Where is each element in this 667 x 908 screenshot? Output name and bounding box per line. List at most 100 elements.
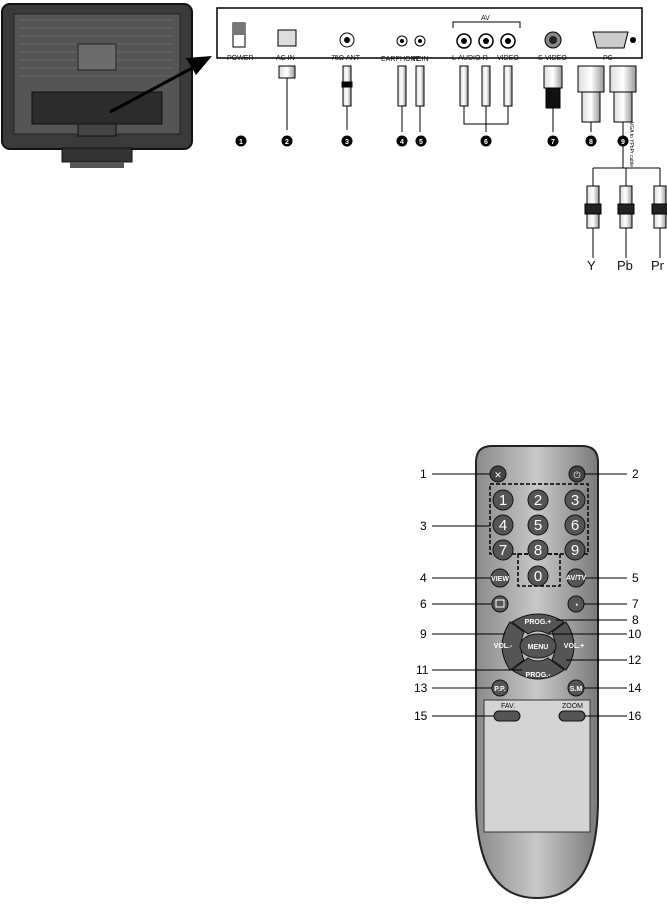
digit-6-button[interactable]: 6 xyxy=(564,514,586,536)
digit-5-button[interactable]: 5 xyxy=(527,514,549,536)
svg-text:P.P.: P.P. xyxy=(494,686,505,693)
label-pcin: PCIN xyxy=(412,56,429,63)
svg-text:10: 10 xyxy=(628,627,642,641)
svg-text:VIEW: VIEW xyxy=(491,576,509,583)
svg-text:3: 3 xyxy=(571,492,579,509)
label-pb: Pb xyxy=(617,258,633,273)
power-button[interactable]: ⏻ xyxy=(568,465,586,483)
tv-rear-illustration xyxy=(1,3,193,168)
svg-text:2: 2 xyxy=(632,467,639,481)
digit-9-button[interactable]: 9 xyxy=(564,539,586,561)
sleep-timer-button[interactable]: ◔ xyxy=(567,595,585,613)
svg-text:8: 8 xyxy=(534,542,542,559)
svg-text:S.M: S.M xyxy=(570,686,583,693)
menu-button[interactable]: MENU xyxy=(519,633,557,659)
digit-2-button[interactable]: 2 xyxy=(527,489,549,511)
svg-text:9: 9 xyxy=(571,542,579,559)
svg-text:VOL.-: VOL.- xyxy=(494,643,513,650)
svg-text:6: 6 xyxy=(484,139,488,146)
badge-7: 7 xyxy=(547,135,559,147)
component-labels: Y Pb Pr xyxy=(587,258,665,273)
connector-labels: POWER AC IN 75Ω ANT EARPHONE PCIN AV L-A… xyxy=(227,15,613,63)
label-earphone: EARPHONE xyxy=(381,56,421,63)
connector-panel xyxy=(216,7,643,59)
label-y: Y xyxy=(587,258,596,273)
svg-text:⏻: ⏻ xyxy=(573,470,580,480)
svg-text:7: 7 xyxy=(551,139,555,146)
svg-text:AV/TV: AV/TV xyxy=(566,575,586,582)
svg-text:0: 0 xyxy=(534,568,542,585)
svg-text:11: 11 xyxy=(416,663,429,677)
digit-7-button[interactable]: 7 xyxy=(492,539,514,561)
label-video: VIDEO xyxy=(497,55,519,62)
digit-4-button[interactable]: 4 xyxy=(492,514,514,536)
label-ant: 75Ω ANT xyxy=(331,55,361,62)
svg-text:4: 4 xyxy=(420,571,427,585)
fav-button[interactable]: FAV. xyxy=(493,703,521,722)
svg-text:4: 4 xyxy=(499,517,507,534)
svg-text:5: 5 xyxy=(419,139,423,146)
svg-text:1: 1 xyxy=(420,467,427,481)
svg-text:1: 1 xyxy=(239,139,243,146)
svg-text:6: 6 xyxy=(571,517,579,534)
svg-text:ZOOM: ZOOM xyxy=(562,703,583,710)
svg-text:4: 4 xyxy=(400,139,404,146)
digit-3-button[interactable]: 3 xyxy=(564,489,586,511)
remote-callout-lines xyxy=(432,473,627,717)
svg-text:FAV.: FAV. xyxy=(501,703,515,710)
view-button[interactable]: VIEW xyxy=(490,568,510,588)
badge-9: 9 xyxy=(617,135,629,147)
svg-text:9: 9 xyxy=(420,627,427,641)
svg-text:MENU: MENU xyxy=(528,644,549,651)
svg-text:16: 16 xyxy=(628,709,642,723)
label-pr: Pr xyxy=(651,258,665,273)
svg-text:2: 2 xyxy=(285,139,289,146)
prog-down-button[interactable]: PROG.- xyxy=(511,657,565,680)
svg-text:13: 13 xyxy=(414,681,428,695)
label-ac-in: AC IN xyxy=(276,55,295,62)
svg-text:6: 6 xyxy=(420,597,427,611)
svg-text:◔: ◔ xyxy=(573,600,578,610)
svg-text:VOL.+: VOL.+ xyxy=(564,643,584,650)
label-av-group: AV xyxy=(481,15,490,22)
sm-button[interactable]: S.M xyxy=(567,679,585,697)
badge-8: 8 xyxy=(585,135,597,147)
svg-text:3: 3 xyxy=(345,139,349,146)
svg-text:5: 5 xyxy=(632,571,639,585)
svg-text:7: 7 xyxy=(499,542,507,559)
svg-text:12: 12 xyxy=(628,653,642,667)
digit-1-button[interactable]: 1 xyxy=(492,489,514,511)
remote-callouts: 1 2 3 4 5 6 7 8 9 10 11 12 13 14 15 16 xyxy=(414,467,642,723)
svg-text:15: 15 xyxy=(414,709,428,723)
svg-text:5: 5 xyxy=(534,517,542,534)
svg-text:2: 2 xyxy=(534,492,542,509)
label-audio-lr: L-AUDIO-R xyxy=(452,55,488,62)
badge-3: 3 xyxy=(341,135,353,147)
label-power: POWER xyxy=(227,55,253,62)
callout-arrow xyxy=(109,56,212,114)
label-s-video: S-VIDEO xyxy=(538,55,567,62)
mute-button[interactable]: ✕ xyxy=(489,465,507,483)
badge-2: 2 xyxy=(281,135,293,147)
svg-text:7: 7 xyxy=(632,597,639,611)
svg-text:1: 1 xyxy=(499,492,507,509)
cables xyxy=(278,65,667,258)
zoom-button[interactable]: ZOOM xyxy=(558,703,586,722)
svg-text:PROG.+: PROG.+ xyxy=(525,619,552,626)
connector-numbers: 1 2 3 4 5 6 7 8 9 xyxy=(235,135,629,147)
digit-8-button[interactable]: 8 xyxy=(527,539,549,561)
svg-text:8: 8 xyxy=(632,613,639,627)
svg-text:14: 14 xyxy=(628,681,642,695)
badge-1: 1 xyxy=(235,135,247,147)
digit-0-button[interactable]: 0 xyxy=(527,565,549,587)
label-pc: PC xyxy=(603,55,613,62)
svg-text:9: 9 xyxy=(621,139,625,146)
picture-mode-button[interactable] xyxy=(491,595,509,613)
digit-buttons: 1 2 3 4 5 6 7 8 9 0 xyxy=(492,489,586,587)
svg-text:✕: ✕ xyxy=(494,470,502,480)
pp-button[interactable]: P.P. xyxy=(491,679,509,697)
vol-down-button[interactable]: VOL.- xyxy=(494,621,525,671)
cable-label: VGA to YPbPr cable xyxy=(628,122,634,167)
svg-text:3: 3 xyxy=(420,519,427,533)
